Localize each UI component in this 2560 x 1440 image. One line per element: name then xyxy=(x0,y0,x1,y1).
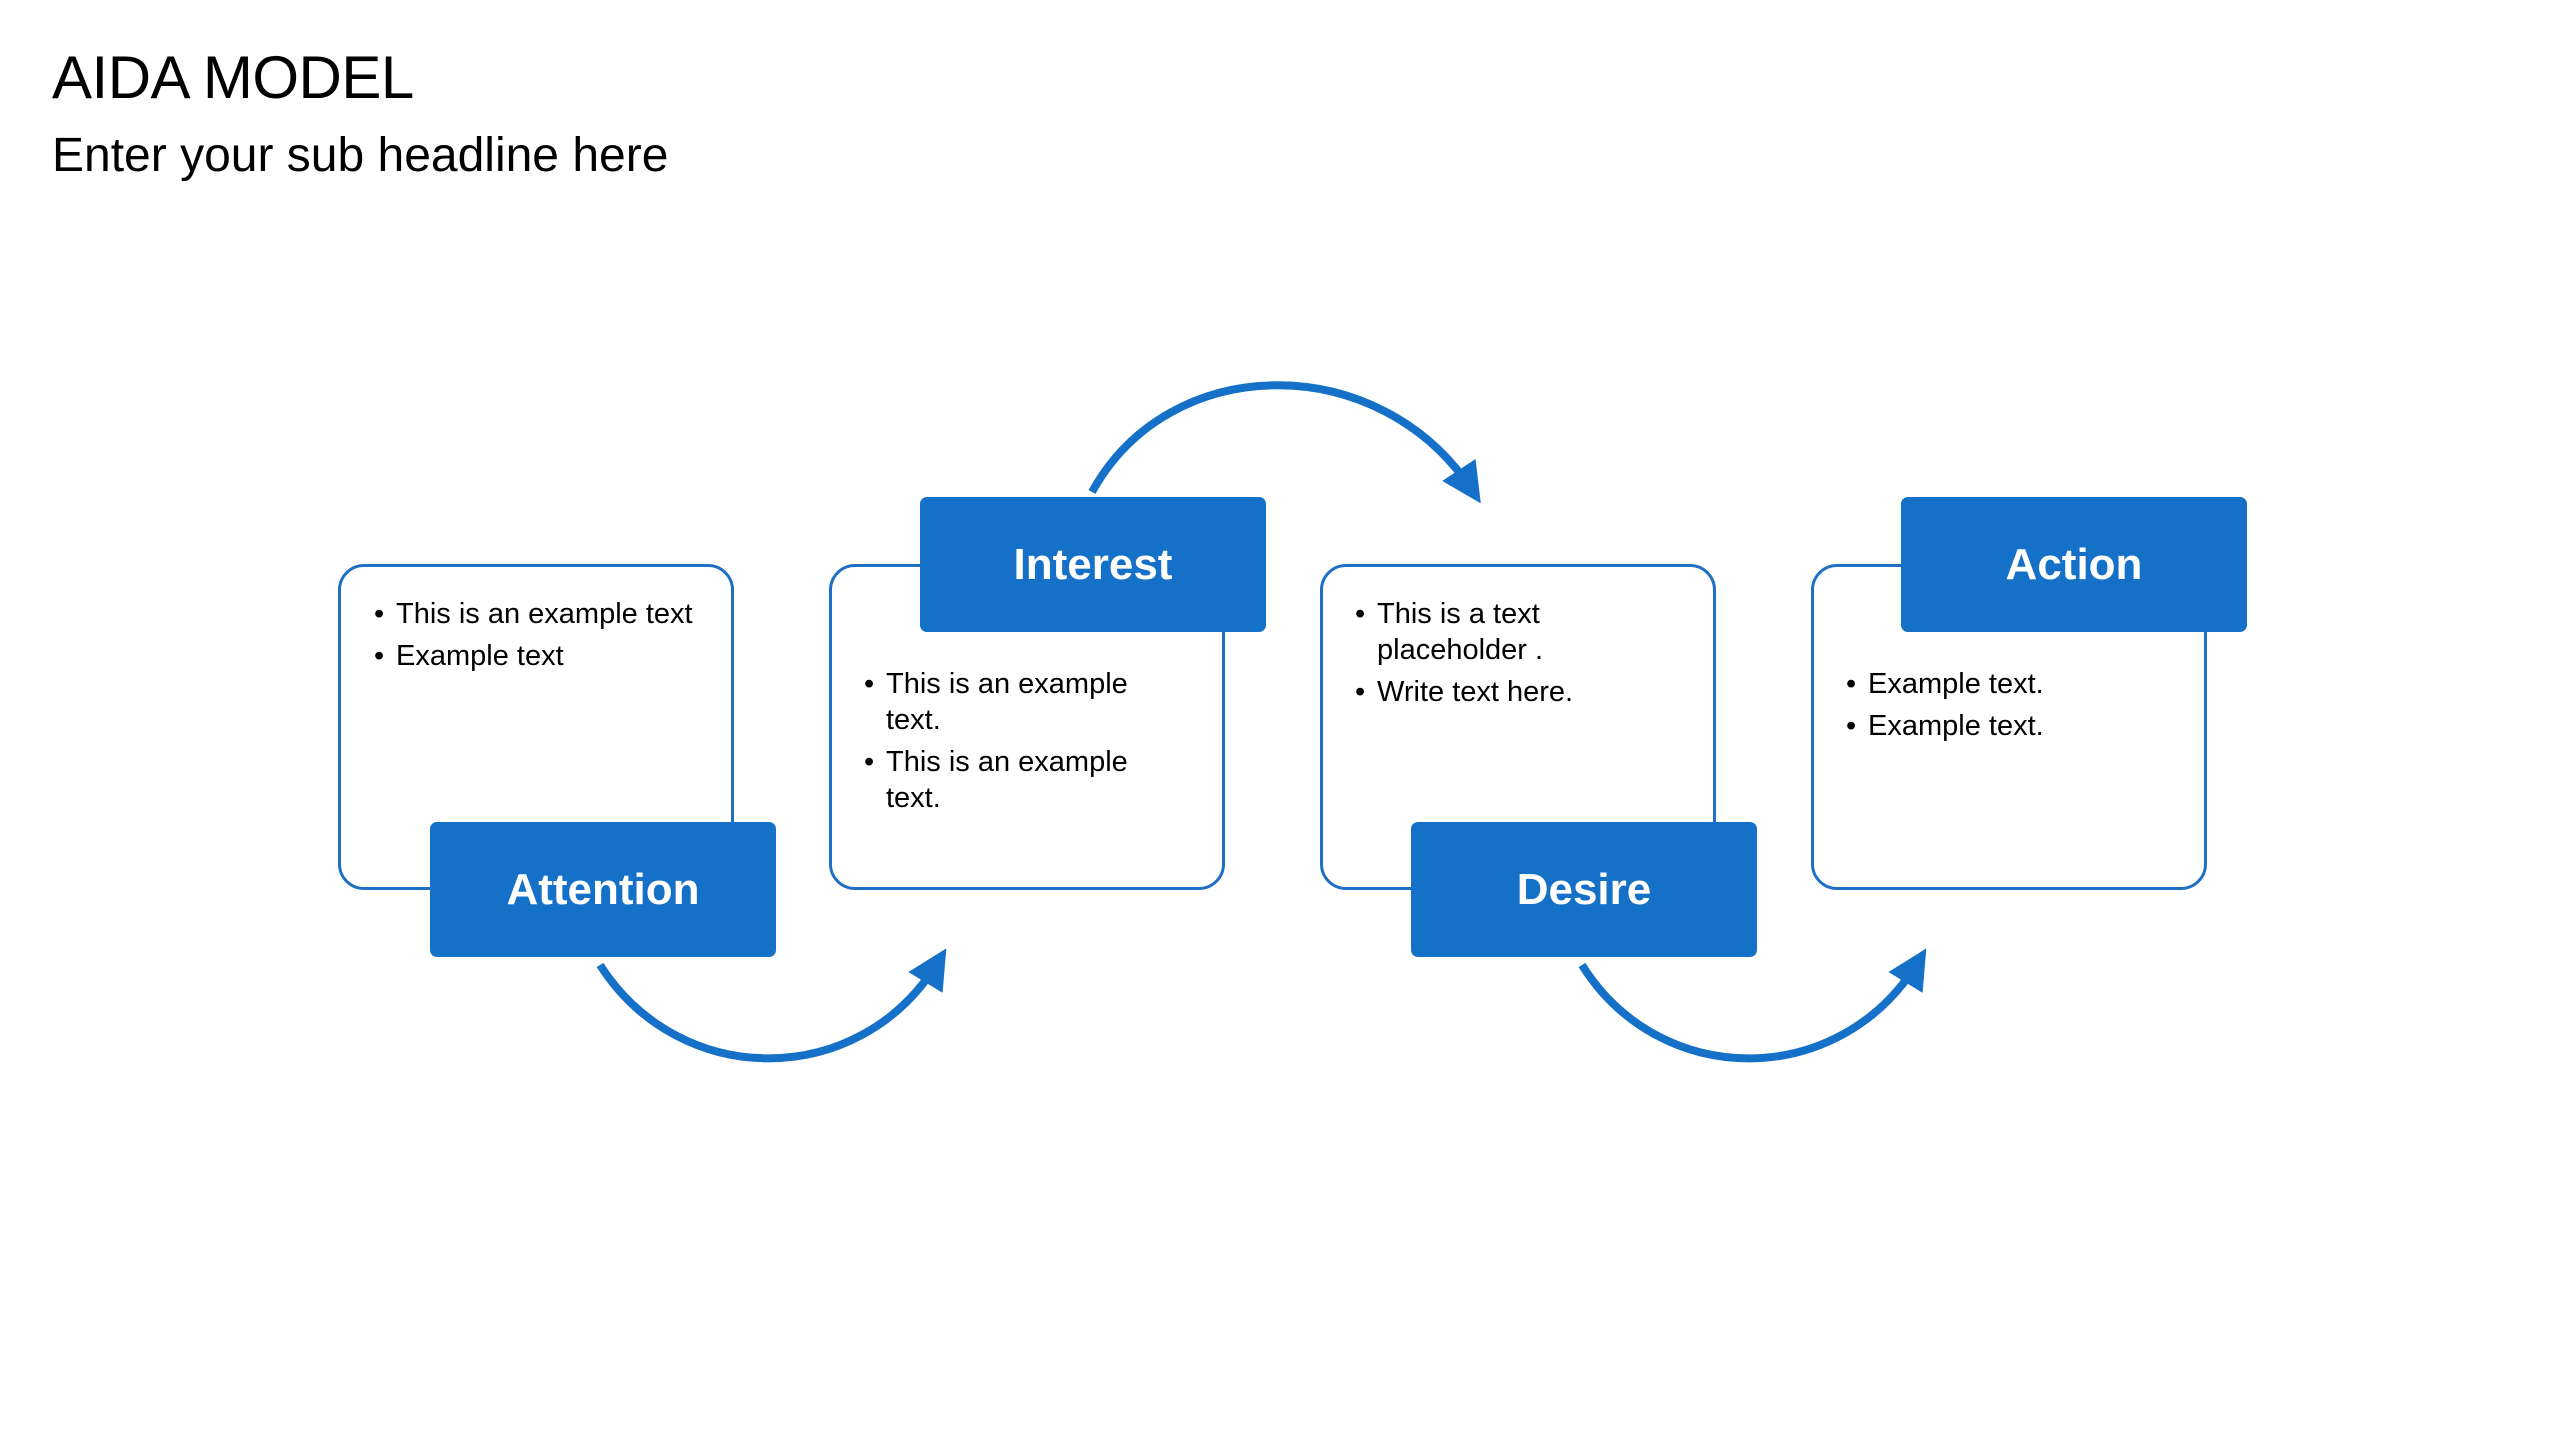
list-item: This is an example text. xyxy=(864,666,1154,738)
action-bullets: Example text. Example text. xyxy=(1846,666,2146,750)
interest-bullets: This is an example text. This is an exam… xyxy=(864,666,1154,822)
attention-label: Attention xyxy=(430,822,776,957)
attention-bullets: This is an example text Example text xyxy=(374,596,714,680)
list-item: Example text xyxy=(374,638,714,674)
list-item: Example text. xyxy=(1846,666,2146,702)
list-item: Example text. xyxy=(1846,708,2146,744)
page-subtitle: Enter your sub headline here xyxy=(52,129,669,182)
list-item: This is an example text. xyxy=(864,744,1154,816)
arrow-desire-to-action xyxy=(1578,948,1927,1063)
arrow-attention-to-interest xyxy=(596,948,947,1063)
desire-bullets: This is a text placeholder . Write text … xyxy=(1355,596,1615,716)
list-item: Write text here. xyxy=(1355,674,1615,710)
arrow-interest-to-desire xyxy=(1088,381,1481,504)
action-label: Action xyxy=(1901,497,2247,632)
list-item: This is a text placeholder . xyxy=(1355,596,1615,668)
desire-label: Desire xyxy=(1411,822,1757,957)
list-item: This is an example text xyxy=(374,596,714,632)
interest-label: Interest xyxy=(920,497,1266,632)
page-title: AIDA MODEL xyxy=(52,44,414,111)
